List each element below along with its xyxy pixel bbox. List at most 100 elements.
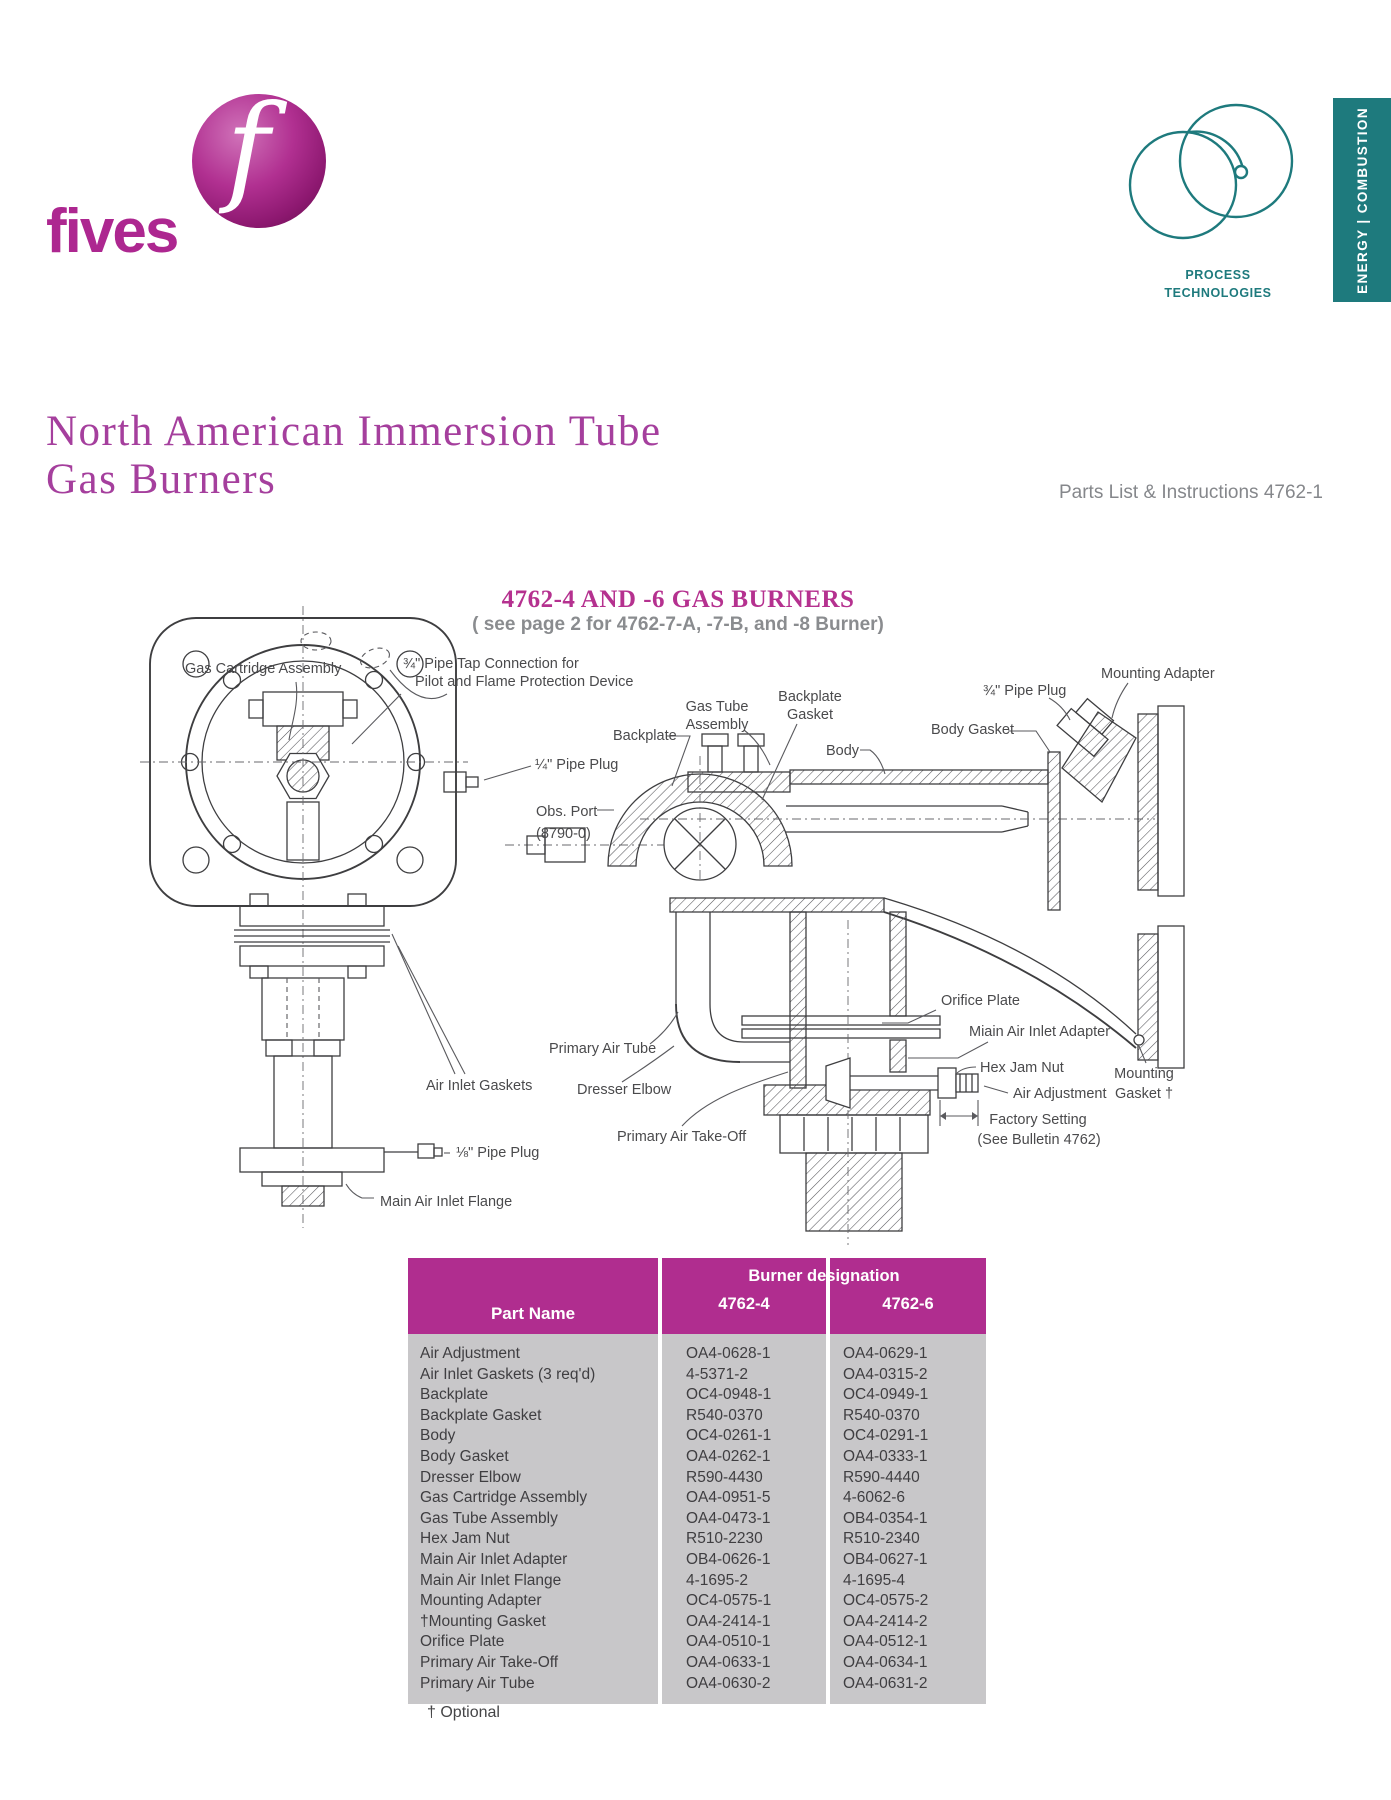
part-name-cell: Gas Cartridge Assembly bbox=[408, 1488, 658, 1509]
process-technologies-logo-icon bbox=[1128, 103, 1294, 240]
part-name-cell: Body bbox=[408, 1426, 658, 1447]
table-row: Gas Tube Assembly OA4-0473-1 OB4-0354-1 bbox=[408, 1508, 986, 1530]
table-row: Hex Jam Nut R510-2230 R510-2340 bbox=[408, 1529, 986, 1550]
section-view-drawing bbox=[505, 697, 1185, 1245]
fives-wordmark: fives bbox=[46, 197, 179, 266]
part-number-4762-6-cell: OA4-0512-1 bbox=[830, 1632, 986, 1653]
part-name-cell: Air Inlet Gaskets (3 req'd) bbox=[408, 1364, 658, 1386]
table-row: Primary Air Tube OA4-0630-2 OA4-0631-2 bbox=[408, 1673, 986, 1705]
label-main-air-inlet-flange: Main Air Inlet Flange bbox=[380, 1194, 512, 1210]
part-number-4762-4-cell: OA4-2414-1 bbox=[662, 1611, 826, 1633]
table-row: Body OC4-0261-1 OC4-0291-1 bbox=[408, 1426, 986, 1447]
part-number-4762-6-cell: OC4-0575-2 bbox=[830, 1591, 986, 1612]
part-number-4762-6-cell: R540-0370 bbox=[830, 1405, 986, 1427]
part-name-cell: Backplate bbox=[408, 1385, 658, 1406]
table-row: †Mounting Gasket OA4-2414-1 OA4-2414-2 bbox=[408, 1611, 986, 1633]
part-number-4762-6-cell: OA4-0634-1 bbox=[830, 1652, 986, 1674]
burner-designation-label: Burner designation bbox=[748, 1267, 900, 1285]
part-number-4762-4-cell: OA4-0951-5 bbox=[662, 1488, 826, 1509]
table-row: Main Air Inlet Flange 4-1695-2 4-1695-4 bbox=[408, 1570, 986, 1592]
part-name-cell: Body Gasket bbox=[408, 1446, 658, 1468]
part-number-4762-4-cell: OC4-0948-1 bbox=[662, 1385, 826, 1406]
table-row: Air Inlet Gaskets (3 req'd) 4-5371-2 OA4… bbox=[408, 1364, 986, 1386]
page-title-line1: North American Immersion Tube bbox=[46, 408, 662, 455]
label-air-adjustment: Air Adjustment bbox=[1013, 1086, 1107, 1102]
page-title: North American Immersion Tube Gas Burner… bbox=[46, 408, 662, 504]
label-pipe-tap-line1: ¾" Pipe Tap Connection for bbox=[403, 656, 579, 672]
part-name-cell: Orifice Plate bbox=[408, 1632, 658, 1653]
document-reference: Parts List & Instructions 4762-1 bbox=[1058, 482, 1323, 503]
part-number-4762-4-cell: OA4-0473-1 bbox=[662, 1508, 826, 1530]
front-view-drawing bbox=[140, 606, 479, 1228]
part-number-4762-6-cell: OC4-0949-1 bbox=[830, 1385, 986, 1406]
label-gas-tube-line2: Assembly bbox=[686, 717, 750, 733]
part-number-4762-6-cell: OA4-0333-1 bbox=[830, 1446, 986, 1468]
part-number-4762-6-cell: OA4-0315-2 bbox=[830, 1364, 986, 1386]
label-mounting-adapter: Mounting Adapter bbox=[1101, 666, 1215, 682]
table-row: Gas Cartridge Assembly OA4-0951-5 4-6062… bbox=[408, 1488, 986, 1509]
part-name-cell: Backplate Gasket bbox=[408, 1405, 658, 1427]
label-gas-cartridge-assembly: Gas Cartridge Assembly bbox=[185, 661, 342, 677]
label-backplate-gasket-line2: Gasket bbox=[787, 707, 833, 723]
label-orifice-plate: Orifice Plate bbox=[941, 993, 1020, 1009]
label-hex-jam-nut: Hex Jam Nut bbox=[980, 1060, 1064, 1076]
label-gas-tube-line1: Gas Tube bbox=[686, 699, 749, 715]
part-name-cell: Primary Air Tube bbox=[408, 1673, 658, 1705]
part-number-4762-4-cell: OA4-0510-1 bbox=[662, 1632, 826, 1653]
part-number-4762-6-cell: OA4-2414-2 bbox=[830, 1611, 986, 1633]
label-primary-air-tube: Primary Air Tube bbox=[549, 1041, 656, 1057]
label-backplate: Backplate bbox=[613, 728, 677, 744]
part-number-4762-4-cell: R510-2230 bbox=[662, 1529, 826, 1550]
table-header: Part Name Burner designation 4762-4 4762… bbox=[408, 1258, 986, 1334]
part-number-4762-6-cell: OC4-0291-1 bbox=[830, 1426, 986, 1447]
process-logo-text-line2: TECHNOLOGIES bbox=[1164, 286, 1272, 300]
table-row: Dresser Elbow R590-4430 R590-4440 bbox=[408, 1467, 986, 1489]
part-number-4762-4-cell: 4-5371-2 bbox=[662, 1364, 826, 1386]
label-primary-air-takeoff: Primary Air Take-Off bbox=[617, 1129, 747, 1145]
figure-heading: 4762-4 AND -6 GAS BURNERS bbox=[501, 586, 855, 613]
part-number-4762-6-cell: R590-4440 bbox=[830, 1467, 986, 1489]
part-number-4762-4-cell: R540-0370 bbox=[662, 1405, 826, 1427]
part-name-cell: †Mounting Gasket bbox=[408, 1611, 658, 1633]
table-row: Orifice Plate OA4-0510-1 OA4-0512-1 bbox=[408, 1632, 986, 1653]
burner-diagram: Gas Cartridge Assembly ¾" Pipe Tap Conne… bbox=[140, 606, 1215, 1245]
part-name-cell: Dresser Elbow bbox=[408, 1467, 658, 1489]
diagram-leader-lines bbox=[288, 669, 1147, 1199]
part-number-4762-6-cell: OB4-0354-1 bbox=[830, 1508, 986, 1530]
parts-table: Part Name Burner designation 4762-4 4762… bbox=[408, 1258, 986, 1705]
label-obs-port-line1: Obs. Port bbox=[536, 804, 597, 820]
label-three-quarter-pipe-plug: ¾" Pipe Plug bbox=[983, 683, 1066, 699]
part-number-4762-4-cell: OB4-0626-1 bbox=[662, 1549, 826, 1571]
part-number-4762-6-cell: 4-1695-4 bbox=[830, 1570, 986, 1592]
column-header-part-name: Part Name bbox=[408, 1258, 658, 1334]
part-number-4762-6-cell: OA4-0631-2 bbox=[830, 1673, 986, 1705]
label-factory-setting-line1: Factory Setting bbox=[989, 1112, 1087, 1128]
label-body: Body bbox=[826, 743, 860, 759]
table-row: Main Air Inlet Adapter OB4-0626-1 OB4-06… bbox=[408, 1549, 986, 1571]
part-number-4762-4-cell: OA4-0628-1 bbox=[662, 1334, 826, 1365]
column-header-4762-4: 4762-4 bbox=[718, 1295, 770, 1313]
process-logo-text-line1: PROCESS bbox=[1185, 268, 1251, 282]
part-number-4762-4-cell: OA4-0633-1 bbox=[662, 1652, 826, 1674]
label-pipe-tap-line2: Pilot and Flame Protection Device bbox=[415, 674, 633, 690]
label-obs-port-line2: (8790-0) bbox=[536, 826, 591, 842]
part-number-4762-4-cell: OA4-0630-2 bbox=[662, 1673, 826, 1705]
column-header-burner-designation: Burner designation 4762-4 4762-6 bbox=[662, 1258, 986, 1334]
part-name-cell: Main Air Inlet Adapter bbox=[408, 1549, 658, 1571]
part-name-cell: Air Adjustment bbox=[408, 1334, 658, 1365]
part-number-4762-6-cell: OA4-0629-1 bbox=[830, 1334, 986, 1365]
part-name-cell: Hex Jam Nut bbox=[408, 1529, 658, 1550]
table-row: Primary Air Take-Off OA4-0633-1 OA4-0634… bbox=[408, 1652, 986, 1674]
table-footnote: † Optional bbox=[427, 1704, 500, 1721]
table-row: Air Adjustment OA4-0628-1 OA4-0629-1 bbox=[408, 1334, 986, 1365]
part-name-cell: Mounting Adapter bbox=[408, 1591, 658, 1612]
part-number-4762-4-cell: R590-4430 bbox=[662, 1467, 826, 1489]
label-body-gasket: Body Gasket bbox=[931, 722, 1014, 738]
energy-combustion-label: ENERGY | COMBUSTION bbox=[1354, 106, 1370, 294]
label-mounting-gasket-line1: Mounting bbox=[1114, 1066, 1174, 1082]
part-name-cell: Primary Air Take-Off bbox=[408, 1652, 658, 1674]
label-backplate-gasket-line1: Backplate bbox=[778, 689, 842, 705]
table-row: Body Gasket OA4-0262-1 OA4-0333-1 bbox=[408, 1446, 986, 1468]
label-mounting-gasket-line2: Gasket † bbox=[1115, 1086, 1173, 1102]
